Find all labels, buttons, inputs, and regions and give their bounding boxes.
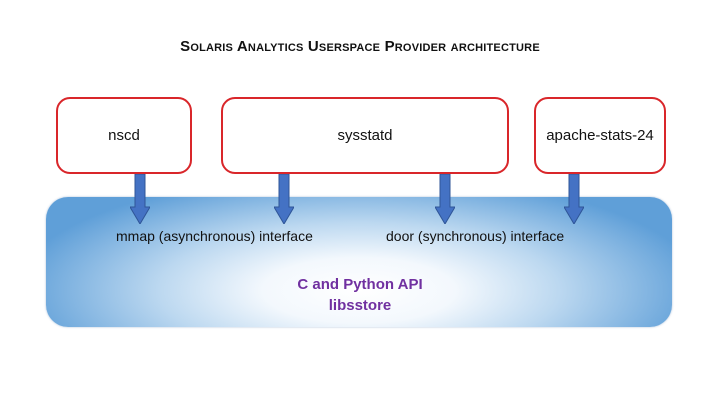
process-box-sysstatd: sysstatd: [221, 97, 509, 174]
process-label-nscd: nscd: [108, 127, 140, 144]
down-arrow-icon: [435, 174, 455, 224]
api-label: C and Python API: [297, 276, 423, 293]
process-label-sysstatd: sysstatd: [337, 127, 393, 144]
door-interface-label: door (synchronous) interface: [386, 228, 565, 244]
process-box-apache-stats: apache-stats-24: [534, 97, 666, 174]
process-label-apache-stats: apache-stats-24: [546, 127, 654, 144]
library-label: libsstore: [328, 297, 392, 314]
diagram-title: Solaris Analytics Userspace Provider arc…: [180, 38, 540, 55]
down-arrow-icon: [130, 174, 150, 224]
down-arrow-icon: [564, 174, 584, 224]
mmap-interface-label: mmap (asynchronous) interface: [116, 228, 313, 244]
down-arrow-icon: [274, 174, 294, 224]
libsstore-layer: [46, 197, 672, 327]
process-box-nscd: nscd: [56, 97, 192, 174]
